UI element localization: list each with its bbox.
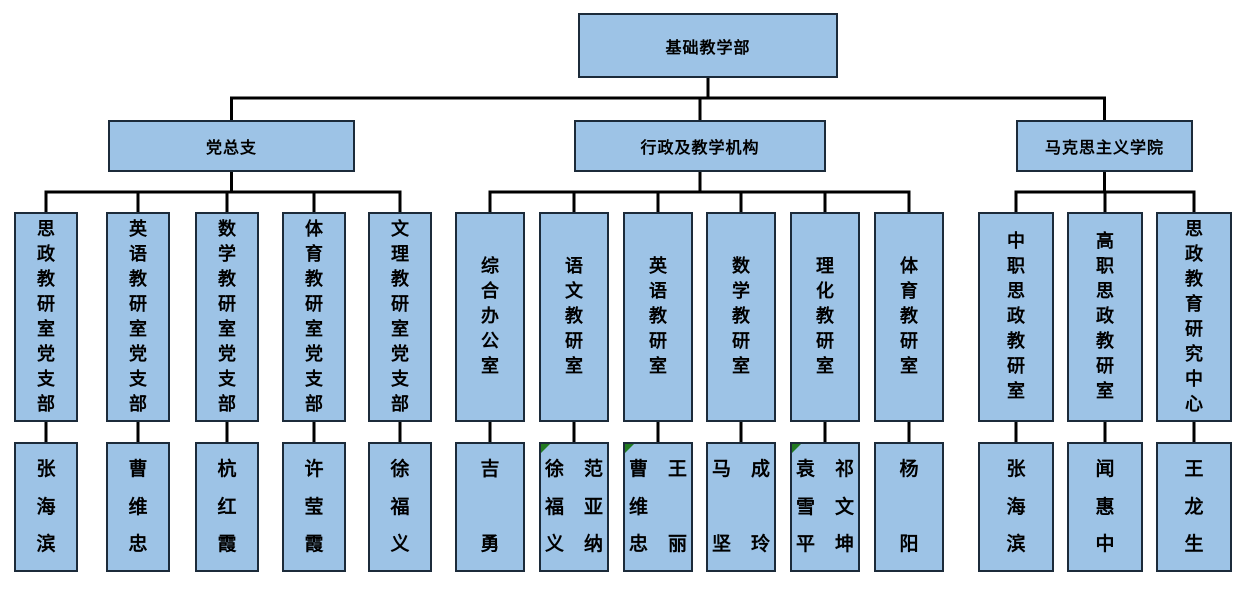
org-box-person: 许莹霞	[282, 442, 346, 572]
error-corner-marker	[792, 444, 801, 453]
person-name: 吉勇	[480, 458, 500, 555]
person-name: 许莹霞	[304, 458, 324, 555]
org-box-dept: 文理教研室党支部	[368, 212, 432, 422]
org-box-dept: 数学教研室党支部	[195, 212, 259, 422]
person-name: 张海滨	[36, 458, 56, 555]
dept-label: 语文教研室	[565, 256, 583, 377]
org-box-person: 闻惠中	[1067, 442, 1143, 572]
org-box-dept: 高职思政教研室	[1067, 212, 1143, 422]
dept-label: 中职思政教研室	[1007, 231, 1025, 402]
dept-label: 思政教育研究中心	[1185, 218, 1203, 415]
root-label: 基础教学部	[665, 37, 751, 57]
org-box-group-admin-teaching: 行政及教学机构	[574, 120, 826, 172]
org-box-dept: 理化教研室	[790, 212, 860, 422]
org-box-person: 杨阳	[874, 442, 944, 572]
org-box-person: 袁雪平 祁文坤	[790, 442, 860, 572]
error-corner-marker	[541, 444, 550, 453]
person-name: 曹维忠	[628, 458, 648, 555]
org-box-dept: 语文教研室	[539, 212, 609, 422]
org-box-dept: 英语教研室	[623, 212, 693, 422]
person-name: 闻惠中	[1095, 458, 1115, 555]
dept-label: 思政教研室党支部	[37, 218, 55, 415]
org-box-person: 马坚 成玲	[706, 442, 776, 572]
dept-label: 数学教研室党支部	[218, 218, 236, 415]
person-name: 马坚	[711, 458, 731, 555]
group-label: 党总支	[205, 138, 257, 157]
person-name: 王丽	[668, 458, 688, 555]
person-name: 王龙生	[1184, 458, 1204, 555]
dept-label: 理化教研室	[816, 256, 834, 377]
org-box-person: 王龙生	[1156, 442, 1232, 572]
person-name: 张海滨	[1006, 458, 1026, 555]
person-name: 曹维忠	[128, 458, 148, 555]
org-box-person: 张海滨	[978, 442, 1054, 572]
person-name: 袁雪平	[795, 458, 815, 555]
org-box-dept: 思政教育研究中心	[1156, 212, 1232, 422]
person-name: 杨阳	[899, 458, 919, 555]
org-box-dept: 数学教研室	[706, 212, 776, 422]
org-box-dept: 思政教研室党支部	[14, 212, 78, 422]
dept-label: 文理教研室党支部	[391, 218, 409, 415]
org-box-person: 徐福义	[368, 442, 432, 572]
org-box-dept: 中职思政教研室	[978, 212, 1054, 422]
dept-label: 数学教研室	[732, 256, 750, 377]
group-label: 行政及教学机构	[640, 138, 760, 157]
dept-label: 高职思政教研室	[1096, 231, 1114, 402]
org-box-person: 曹维忠	[106, 442, 170, 572]
person-name: 成玲	[751, 458, 771, 555]
org-box-person: 杭红霞	[195, 442, 259, 572]
person-name: 范亚纳	[584, 458, 604, 555]
dept-label: 体育教研室	[900, 256, 918, 377]
org-box-group-party: 党总支	[108, 120, 355, 172]
dept-label: 英语教研室	[649, 256, 667, 377]
org-box-person: 吉勇	[455, 442, 525, 572]
group-label: 马克思主义学院	[1044, 138, 1164, 157]
dept-label: 英语教研室党支部	[129, 218, 147, 415]
person-name: 杭红霞	[217, 458, 237, 555]
org-box-dept: 综合办公室	[455, 212, 525, 422]
org-box-dept: 体育教研室党支部	[282, 212, 346, 422]
person-name: 祁文坤	[835, 458, 855, 555]
org-box-person: 张海滨	[14, 442, 78, 572]
org-box-dept: 英语教研室党支部	[106, 212, 170, 422]
org-box-person: 曹维忠 王丽	[623, 442, 693, 572]
org-box-person: 徐福义 范亚纳	[539, 442, 609, 572]
error-corner-marker	[625, 444, 634, 453]
dept-label: 体育教研室党支部	[305, 218, 323, 415]
person-name: 徐福义	[390, 458, 410, 555]
org-box-group-marxism: 马克思主义学院	[1016, 120, 1193, 172]
org-box-root: 基础教学部	[578, 13, 838, 78]
person-name: 徐福义	[544, 458, 564, 555]
dept-label: 综合办公室	[481, 256, 499, 377]
org-box-dept: 体育教研室	[874, 212, 944, 422]
